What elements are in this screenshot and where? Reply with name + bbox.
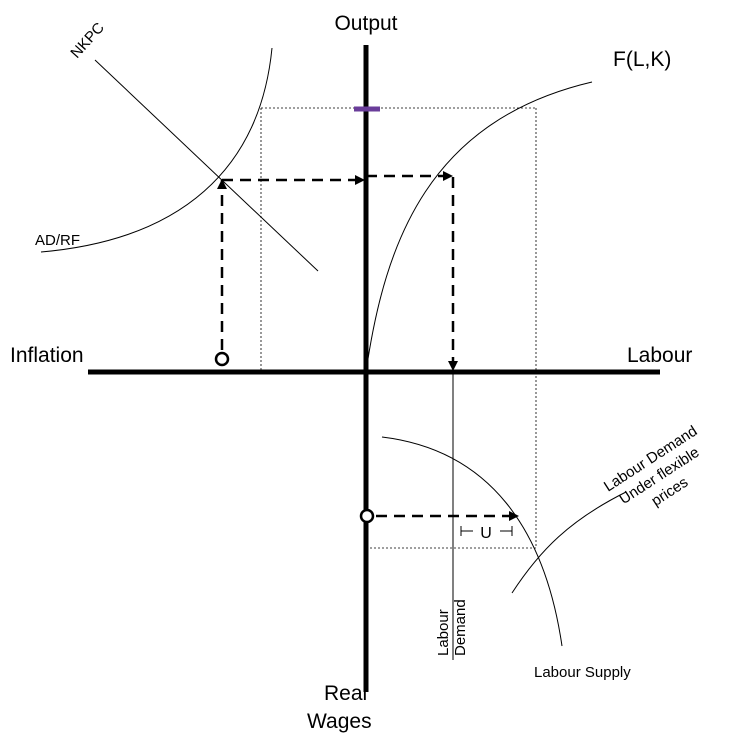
ad-rf-curve	[40, 47, 273, 253]
ad-rf-label: AD/RF	[35, 232, 80, 249]
nkpc-line	[94, 59, 319, 272]
real-wages-label-line2: Wages	[307, 710, 372, 733]
unemployment-bracket	[460, 526, 513, 536]
dashed-arrows	[217, 171, 519, 521]
real-wage-point	[359, 508, 375, 524]
labour-demand-label: Labour Demand	[435, 599, 469, 656]
inflation-label: Inflation	[10, 344, 84, 367]
nkpc-label: NKPC	[67, 19, 108, 61]
labour-supply-curve	[381, 436, 563, 647]
labour-demand-flex-curve	[511, 491, 627, 594]
labour-demand-line2: Demand	[452, 599, 469, 656]
production-function-curve	[365, 81, 593, 373]
production-function-label: F(L,K)	[613, 48, 671, 71]
curves	[40, 47, 627, 660]
labour-demand-line1: Labour	[435, 609, 452, 656]
unemployment-label: U	[480, 525, 492, 542]
dotted-guides	[260, 107, 537, 549]
labour-label: Labour	[627, 344, 692, 367]
real-wages-label-line1: Real	[324, 682, 367, 705]
inflation-point	[214, 351, 230, 367]
output-label: Output	[334, 12, 397, 35]
labour-demand-flex-label: Labour Demand Under flexible prices	[601, 423, 703, 510]
labour-supply-label: Labour Supply	[534, 664, 631, 681]
